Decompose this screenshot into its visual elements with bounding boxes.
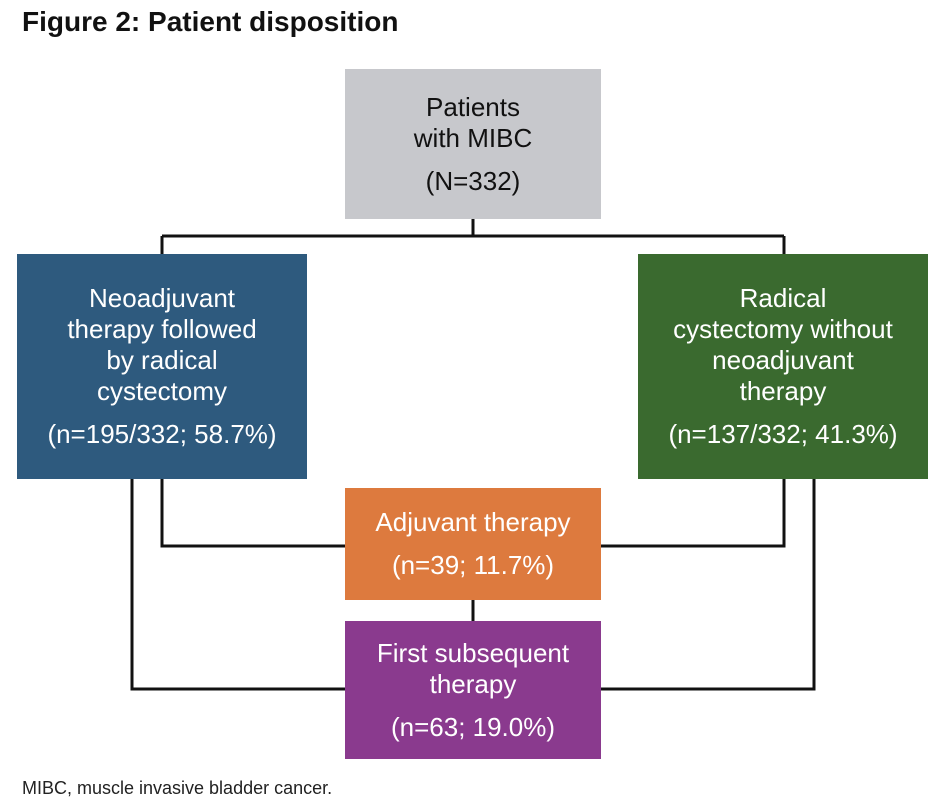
node-patients-with-mibc: Patients with MIBC (N=332) [345, 69, 601, 219]
node-label-line: Neoadjuvant [89, 283, 235, 313]
node-count: (N=332) [425, 165, 521, 196]
connector-right-adjuvant [601, 479, 786, 548]
footnote: MIBC, muscle invasive bladder cancer. [22, 778, 333, 798]
node-label-line: Patients [426, 91, 520, 122]
node-count: (n=137/332; 41.3%) [668, 419, 898, 449]
node-count: (n=39; 11.7%) [391, 550, 555, 580]
node-label-line: with MIBC [413, 122, 533, 153]
connector-left-adjuvant [160, 479, 345, 548]
node-neoadjuvant-therapy: Neoadjuvant therapy followed by radical … [17, 254, 307, 479]
node-label-line: cystectomy [96, 376, 228, 406]
node-label-line: therapy [739, 376, 827, 406]
connector-left-subsequent [130, 479, 345, 691]
connector-right-subsequent [601, 479, 816, 691]
node-label-line: Adjuvant therapy [375, 507, 571, 537]
node-adjuvant-therapy: Adjuvant therapy (n=39; 11.7%) [345, 488, 601, 600]
node-label-line: therapy followed [67, 314, 257, 344]
node-label-line: therapy [429, 668, 517, 699]
node-count: (n=63; 19.0%) [390, 711, 556, 742]
node-first-subsequent-therapy: First subsequent therapy (n=63; 19.0%) [345, 621, 601, 759]
node-radical-cystectomy: Radical cystectomy without neoadjuvant t… [638, 254, 928, 479]
figure-title: Figure 2: Patient disposition [22, 6, 399, 37]
node-label-line: cystectomy without [673, 314, 893, 344]
node-label-line: neoadjuvant [712, 345, 854, 375]
node-count: (n=195/332; 58.7%) [47, 419, 277, 449]
node-label-line: Radical [739, 283, 827, 313]
node-label-line: First subsequent [376, 637, 570, 668]
node-label-line: by radical [106, 345, 218, 375]
